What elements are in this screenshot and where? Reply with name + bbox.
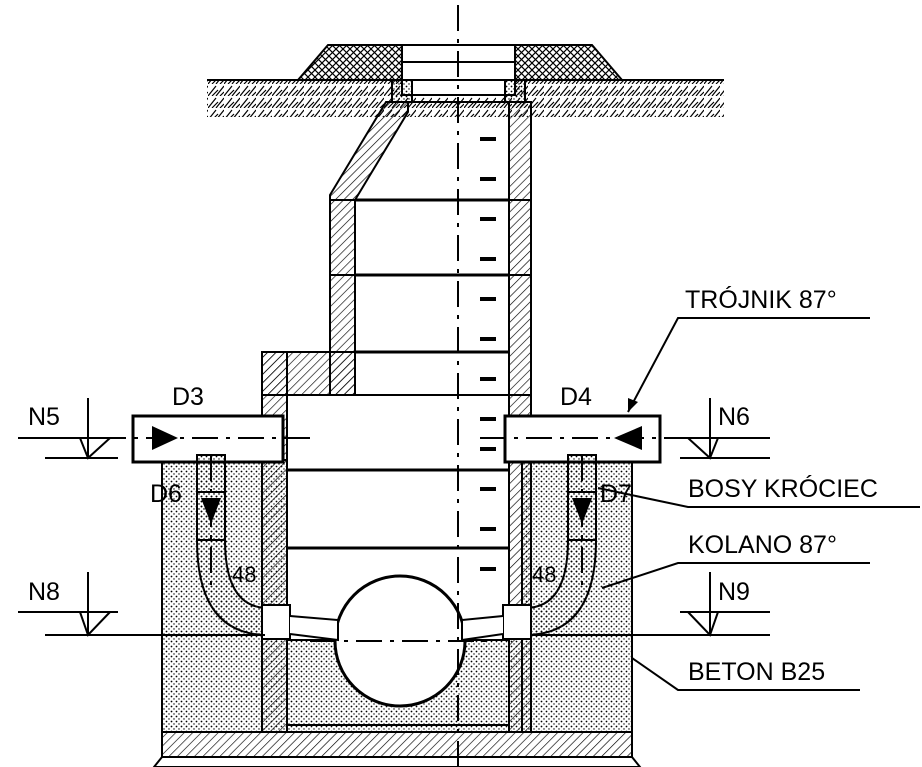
ladder-rungs (480, 137, 496, 571)
d6-label: D6 (150, 480, 182, 508)
level-marker-n6: N6 (680, 398, 770, 460)
level-marker-n8: N8 (18, 572, 265, 637)
d3-label: D3 (172, 383, 204, 411)
manhole-shaft (329, 101, 532, 396)
dim-left-label: 48 (232, 562, 256, 587)
trojnik-label: TRÓJNIK 87° (685, 285, 837, 314)
dim-right-label: 48 (532, 562, 556, 587)
n6-label: N6 (718, 403, 750, 431)
n5-label: N5 (28, 403, 60, 431)
center-lines (100, 5, 690, 767)
level-marker-n5: N5 (18, 398, 118, 460)
level-marker-n9: N9 (530, 572, 770, 637)
d4-label: D4 (560, 383, 592, 411)
callout-trojnik: TRÓJNIK 87° (627, 285, 870, 413)
n9-label: N9 (718, 578, 750, 606)
bosy-krociec-label: BOSY KRÓCIEC (688, 474, 878, 503)
main-sewer-pipe (333, 574, 467, 708)
road-cap (295, 44, 625, 81)
callout-bosy-krociec: BOSY KRÓCIEC (597, 474, 920, 508)
n8-label: N8 (28, 578, 60, 606)
callout-kolano: KOLANO 87° (601, 531, 870, 589)
kolano-label: KOLANO 87° (688, 531, 837, 559)
beton-label: BETON B25 (688, 658, 825, 686)
callout-beton: BETON B25 (631, 657, 860, 691)
